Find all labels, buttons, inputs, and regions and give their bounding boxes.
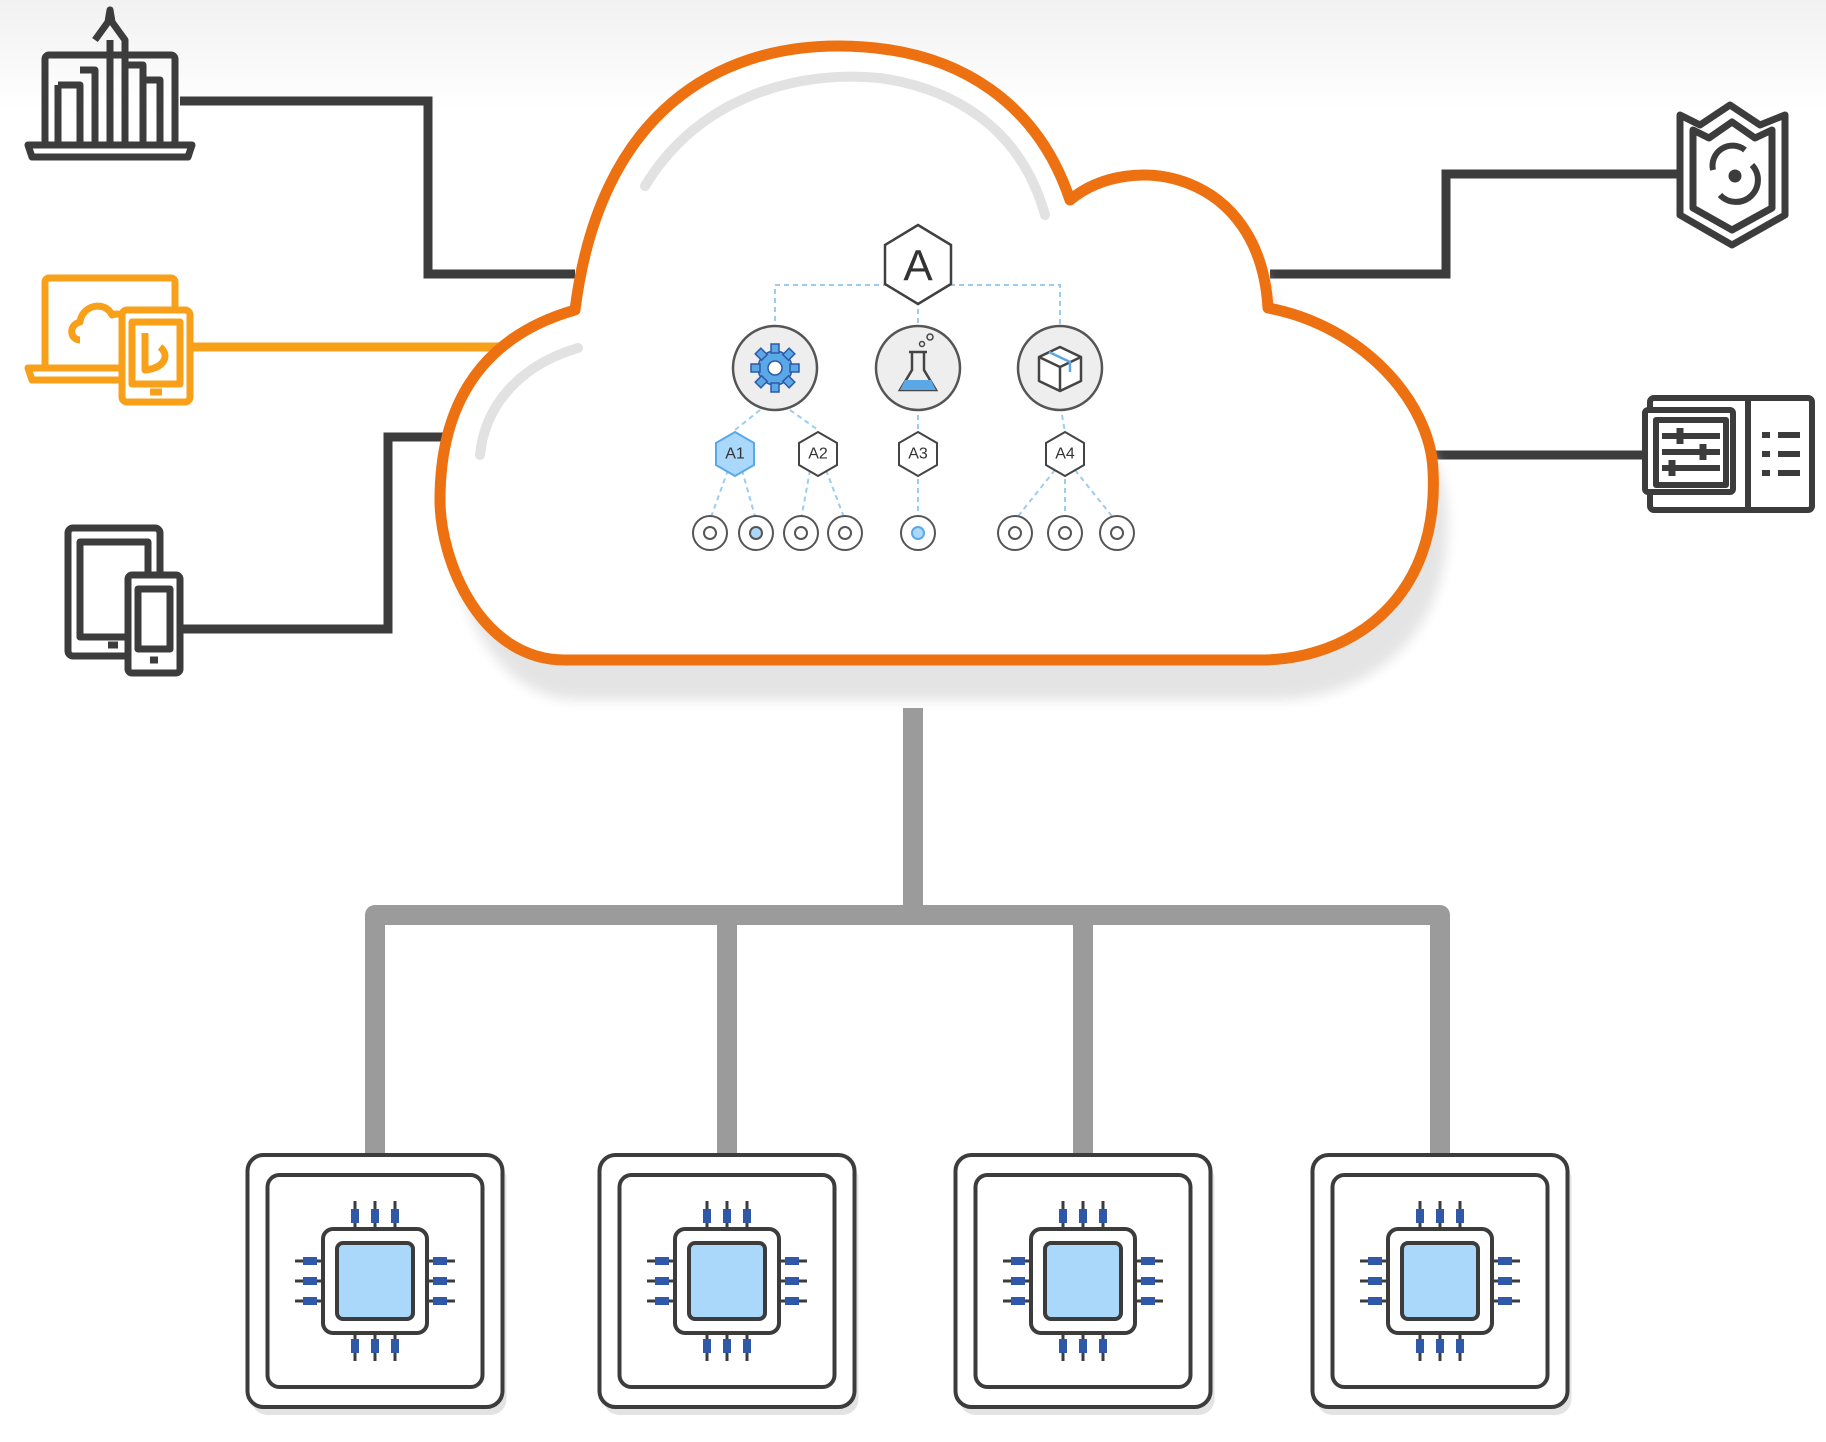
sub-node-a2-label: A2 bbox=[808, 446, 828, 463]
processor-tile bbox=[1310, 1153, 1572, 1415]
package-icon bbox=[1037, 345, 1083, 393]
leaf-node bbox=[1047, 515, 1083, 551]
sub-node-a3: A3 bbox=[898, 430, 938, 478]
tablet-phone-icon bbox=[64, 524, 184, 677]
leaf-nodes bbox=[692, 515, 1135, 551]
connector-tablet-phone bbox=[182, 432, 450, 634]
cloud-gloss-top bbox=[640, 71, 1050, 220]
leaf-node bbox=[900, 515, 936, 551]
processor-tile bbox=[245, 1153, 507, 1415]
leaf-node bbox=[783, 515, 819, 551]
processor-tile bbox=[597, 1153, 859, 1415]
leaf-node bbox=[692, 515, 728, 551]
sub-node-a4-label: A4 bbox=[1055, 446, 1075, 463]
chip-icon bbox=[1003, 1201, 1163, 1361]
city-laptop-icon bbox=[24, 6, 196, 161]
flask-icon bbox=[897, 333, 939, 392]
processor-tile bbox=[953, 1153, 1215, 1415]
settings-panel-icon bbox=[1642, 395, 1815, 513]
service-gear bbox=[731, 324, 819, 412]
root-node-label: A bbox=[903, 242, 933, 291]
sub-node-a1-label: A1 bbox=[725, 446, 745, 463]
leaf-node bbox=[738, 515, 774, 551]
sub-node-a2: A2 bbox=[798, 430, 838, 478]
connector-shield bbox=[1270, 169, 1680, 279]
cloud-laptop-tablet-icon bbox=[24, 274, 194, 406]
service-flask bbox=[874, 324, 962, 412]
root-node: A bbox=[883, 223, 953, 306]
chip-icon bbox=[647, 1201, 807, 1361]
service-package bbox=[1016, 324, 1104, 412]
connector-city-laptop bbox=[180, 96, 575, 279]
leaf-node bbox=[827, 515, 863, 551]
leaf-node bbox=[997, 515, 1033, 551]
leaf-node bbox=[1099, 515, 1135, 551]
security-shield-icon bbox=[1676, 101, 1789, 249]
processors bbox=[245, 1153, 1572, 1415]
sub-node-a4: A4 bbox=[1045, 430, 1085, 478]
gear-icon bbox=[750, 343, 800, 393]
chip-icon bbox=[1360, 1201, 1520, 1361]
sub-node-a3-label: A3 bbox=[908, 446, 928, 463]
chip-icon bbox=[295, 1201, 455, 1361]
processor-bus bbox=[365, 708, 1450, 1155]
sub-node-a1: A1 bbox=[715, 430, 755, 478]
cloud-gloss-left bbox=[475, 343, 583, 460]
connectors bbox=[180, 96, 1680, 634]
cloud-tree: A bbox=[692, 223, 1135, 551]
